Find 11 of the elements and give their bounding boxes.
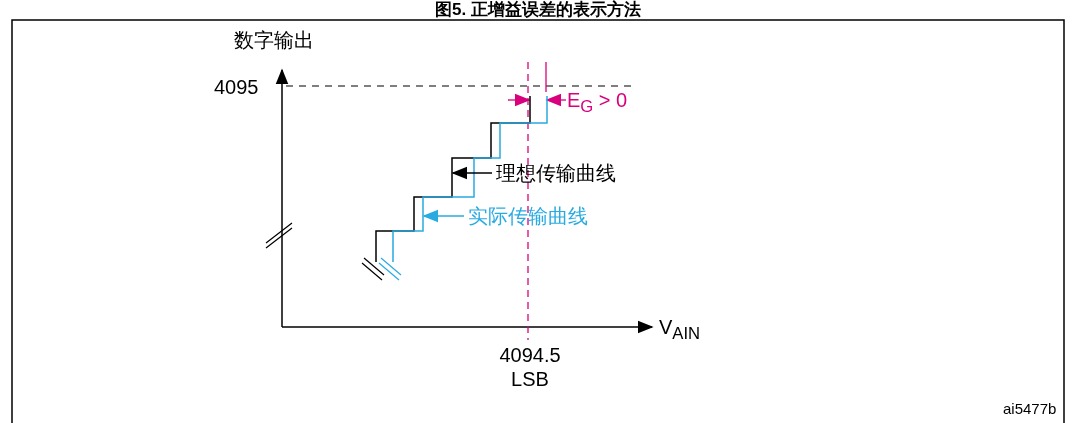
curve-label: 理想传输曲线 xyxy=(496,162,616,184)
figure-id: ai5477b xyxy=(1003,399,1057,419)
curve-label: 实际传输曲线 xyxy=(468,205,588,227)
axis-title: 数字输出 xyxy=(234,29,314,51)
tick-label: 4094.5 LSB xyxy=(498,343,562,391)
axis-title: V$_{AIN}$ xyxy=(659,316,701,345)
leader-arrow xyxy=(451,166,493,180)
gain-error-label: E$_{G}$ > 0 xyxy=(567,89,628,118)
tick-label: 4095 xyxy=(214,76,259,98)
figure-title: 图5. 正增益误差的表示方法 xyxy=(435,0,641,19)
leader-arrow xyxy=(422,209,465,223)
